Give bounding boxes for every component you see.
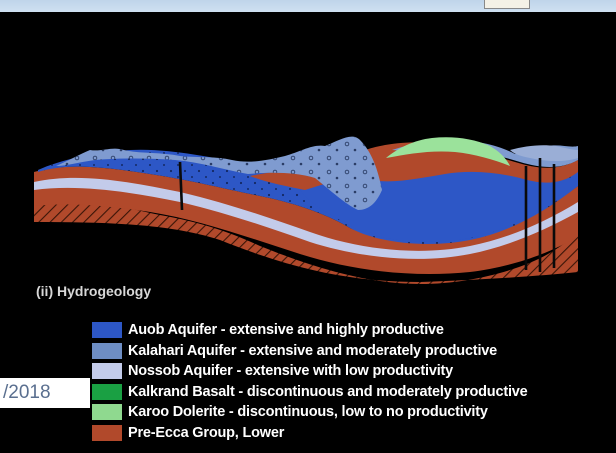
legend-item-karoo: Karoo Dolerite - discontinuous, low to n…: [92, 402, 616, 423]
diagram-label: (ii) Hydrogeology: [36, 283, 151, 299]
legend-label: Kalkrand Basalt - discontinuous and mode…: [128, 384, 528, 400]
legend-item-nossob: Nossob Aquifer - extensive with low prod…: [92, 361, 616, 382]
legend: Auob Aquifer - extensive and highly prod…: [92, 320, 616, 443]
legend-swatch-auob: [92, 322, 122, 338]
legend-item-auob: Auob Aquifer - extensive and highly prod…: [92, 320, 616, 341]
legend-swatch-nossob: [92, 363, 122, 379]
legend-label: Karoo Dolerite - discontinuous, low to n…: [128, 404, 488, 420]
slide-date-fragment: /2018: [0, 378, 90, 408]
legend-swatch-pre-ecca: [92, 425, 122, 441]
legend-item-kalkrand: Kalkrand Basalt - discontinuous and mode…: [92, 382, 616, 403]
legend-swatch-kalahari: [92, 343, 122, 359]
legend-label: Auob Aquifer - extensive and highly prod…: [128, 322, 444, 338]
legend-label: Nossob Aquifer - extensive with low prod…: [128, 363, 453, 379]
legend-label: Pre-Ecca Group, Lower: [128, 425, 284, 441]
legend-label: Kalahari Aquifer - extensive and moderat…: [128, 343, 497, 359]
legend-item-kalahari: Kalahari Aquifer - extensive and moderat…: [92, 341, 616, 362]
legend-item-pre-ecca: Pre-Ecca Group, Lower: [92, 423, 616, 444]
legend-swatch-karoo: [92, 404, 122, 420]
legend-swatch-kalkrand: [92, 384, 122, 400]
